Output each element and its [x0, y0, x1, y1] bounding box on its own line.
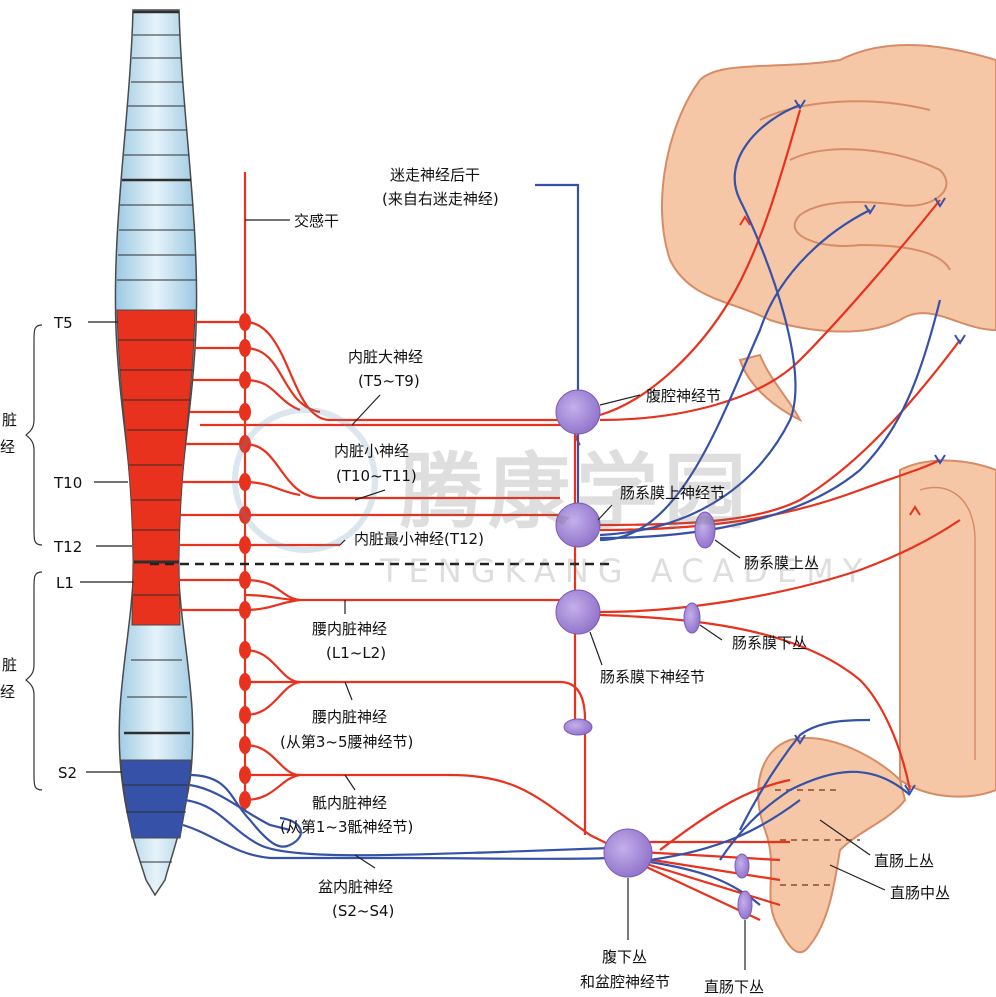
side-label-upper-2: 经: [0, 438, 15, 456]
label-lumbar-splanchnic-2-line1: 腰内脏神经: [312, 708, 387, 726]
side-label-lower-1: 脏: [2, 656, 17, 674]
intestine-fold-2: [759, 100, 931, 121]
side-label-lower-2: 经: [0, 683, 15, 701]
middle-rectal-node: [734, 853, 750, 879]
sympathetic-segment: [116, 309, 196, 626]
celiac-ganglion: [555, 389, 601, 435]
hypogastric-ganglion: [603, 828, 653, 878]
level-t12: T12: [53, 538, 82, 556]
label-inf-mesenteric-ganglion: 肠系膜下神经节: [600, 668, 705, 686]
label-vagus-line1: 迷走神经后干: [390, 166, 480, 184]
level-pointers: [80, 321, 134, 773]
intestine-fold-1: [789, 148, 951, 271]
appendix: [738, 353, 803, 423]
descending-colon: [899, 459, 996, 798]
watermark-en: TENGKANG ACADEMY: [379, 552, 871, 590]
watermark: 腾康学园 TENGKANG ACADEMY: [232, 407, 871, 590]
label-least-splanchnic: 内脏最小神经(T12): [354, 530, 484, 548]
label-celiac-ganglion: 腹腔神经节: [646, 387, 721, 405]
label-sup-mesenteric-ganglion: 肠系膜上神经节: [620, 484, 725, 502]
spinal-cord: [114, 9, 198, 897]
label-pelvic-splanchnic-line1: 盆内脏神经: [318, 878, 393, 896]
label-inf-rectal-plexus: 直肠下丛: [704, 978, 764, 996]
superior-mesenteric-plexus-node: [694, 511, 716, 549]
leader-lines: [245, 219, 886, 970]
level-s2: S2: [58, 764, 77, 782]
label-greater-splanchnic-1: 内脏大神经: [348, 348, 423, 366]
superior-mesenteric-ganglion: [555, 502, 601, 548]
label-hypogastric-line1: 腹下丛: [602, 948, 647, 966]
intestines: [660, 44, 996, 954]
inferior-rectal-node: [737, 890, 753, 920]
parasympathetic-pathways: [182, 103, 942, 906]
rectum-dashes: [775, 789, 860, 886]
label-lumbar-splanchnic-2-line2: (从第3~5腰神经节): [280, 733, 413, 751]
label-pelvic-splanchnic-line2: (S2~S4): [332, 902, 394, 920]
level-l1: L1: [56, 574, 74, 592]
label-hypogastric-line2: 和盆腔神经节: [580, 973, 670, 991]
small-intestine-coil: [660, 44, 996, 333]
watermark-cn: 腾康学园: [400, 444, 752, 540]
label-greater-splanchnic-2: (T5~T9): [358, 372, 420, 390]
ganglia: [555, 389, 753, 920]
left-braces: [25, 324, 43, 791]
label-sympathetic-trunk: 交感干: [294, 212, 339, 230]
segment-lines: [117, 10, 196, 863]
level-t5: T5: [53, 314, 73, 332]
label-lesser-splanchnic-2: (T10~T11): [336, 467, 417, 485]
label-lesser-splanchnic-1: 内脏小神经: [334, 442, 409, 460]
side-label-upper-1: 脏: [2, 411, 17, 429]
level-t10: T10: [53, 474, 82, 492]
label-sup-rectal-plexus: 直肠上丛: [874, 852, 934, 870]
inferior-mesenteric-ganglion: [555, 589, 601, 635]
sympathetic-trunk-ganglia: [239, 313, 251, 809]
label-inf-mesenteric-plexus: 肠系膜下丛: [732, 634, 807, 652]
label-lumbar-splanchnic-1-line1: 腰内脏神经: [312, 620, 387, 638]
nerve-endings: [739, 99, 966, 795]
watermark-logo: [232, 407, 378, 553]
colon-inner-line: [919, 486, 976, 760]
lumbar-ganglion-node: [563, 718, 593, 736]
inferior-mesenteric-plexus-node: [683, 602, 701, 634]
label-sup-mesenteric-plexus: 肠系膜上丛: [744, 554, 819, 572]
label-sacral-splanchnic-line1: 骶内脏神经: [312, 794, 387, 812]
label-vagus-line2: (来自右迷走神经): [382, 190, 499, 208]
label-mid-rectal-plexus: 直肠中丛: [890, 884, 950, 902]
sigmoid-rectum: [757, 737, 907, 954]
label-lumbar-splanchnic-1-line2: (L1~L2): [326, 644, 386, 662]
label-sacral-splanchnic-line2: (从第1~3骶神经节): [280, 818, 413, 836]
parasympathetic-segment: [120, 759, 192, 839]
